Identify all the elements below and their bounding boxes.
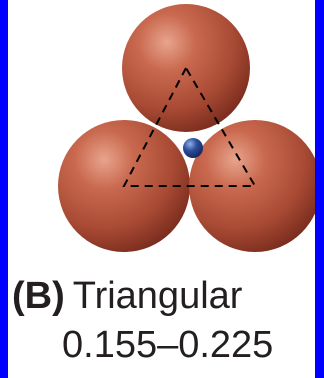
cation-sphere <box>183 138 203 158</box>
arrangement-label: Triangular <box>72 275 243 317</box>
radius-ratio-range: 0.155–0.225 <box>62 324 274 366</box>
caption-title: (B)Triangular <box>12 274 242 318</box>
figure-panel: (B)Triangular 0.155–0.225 <box>8 0 315 378</box>
triangular-coordination-diagram <box>58 4 315 252</box>
panel-letter: (B) <box>12 275 65 317</box>
dashed-triangle <box>122 65 257 187</box>
anion-sphere-bottom-right <box>189 120 315 252</box>
